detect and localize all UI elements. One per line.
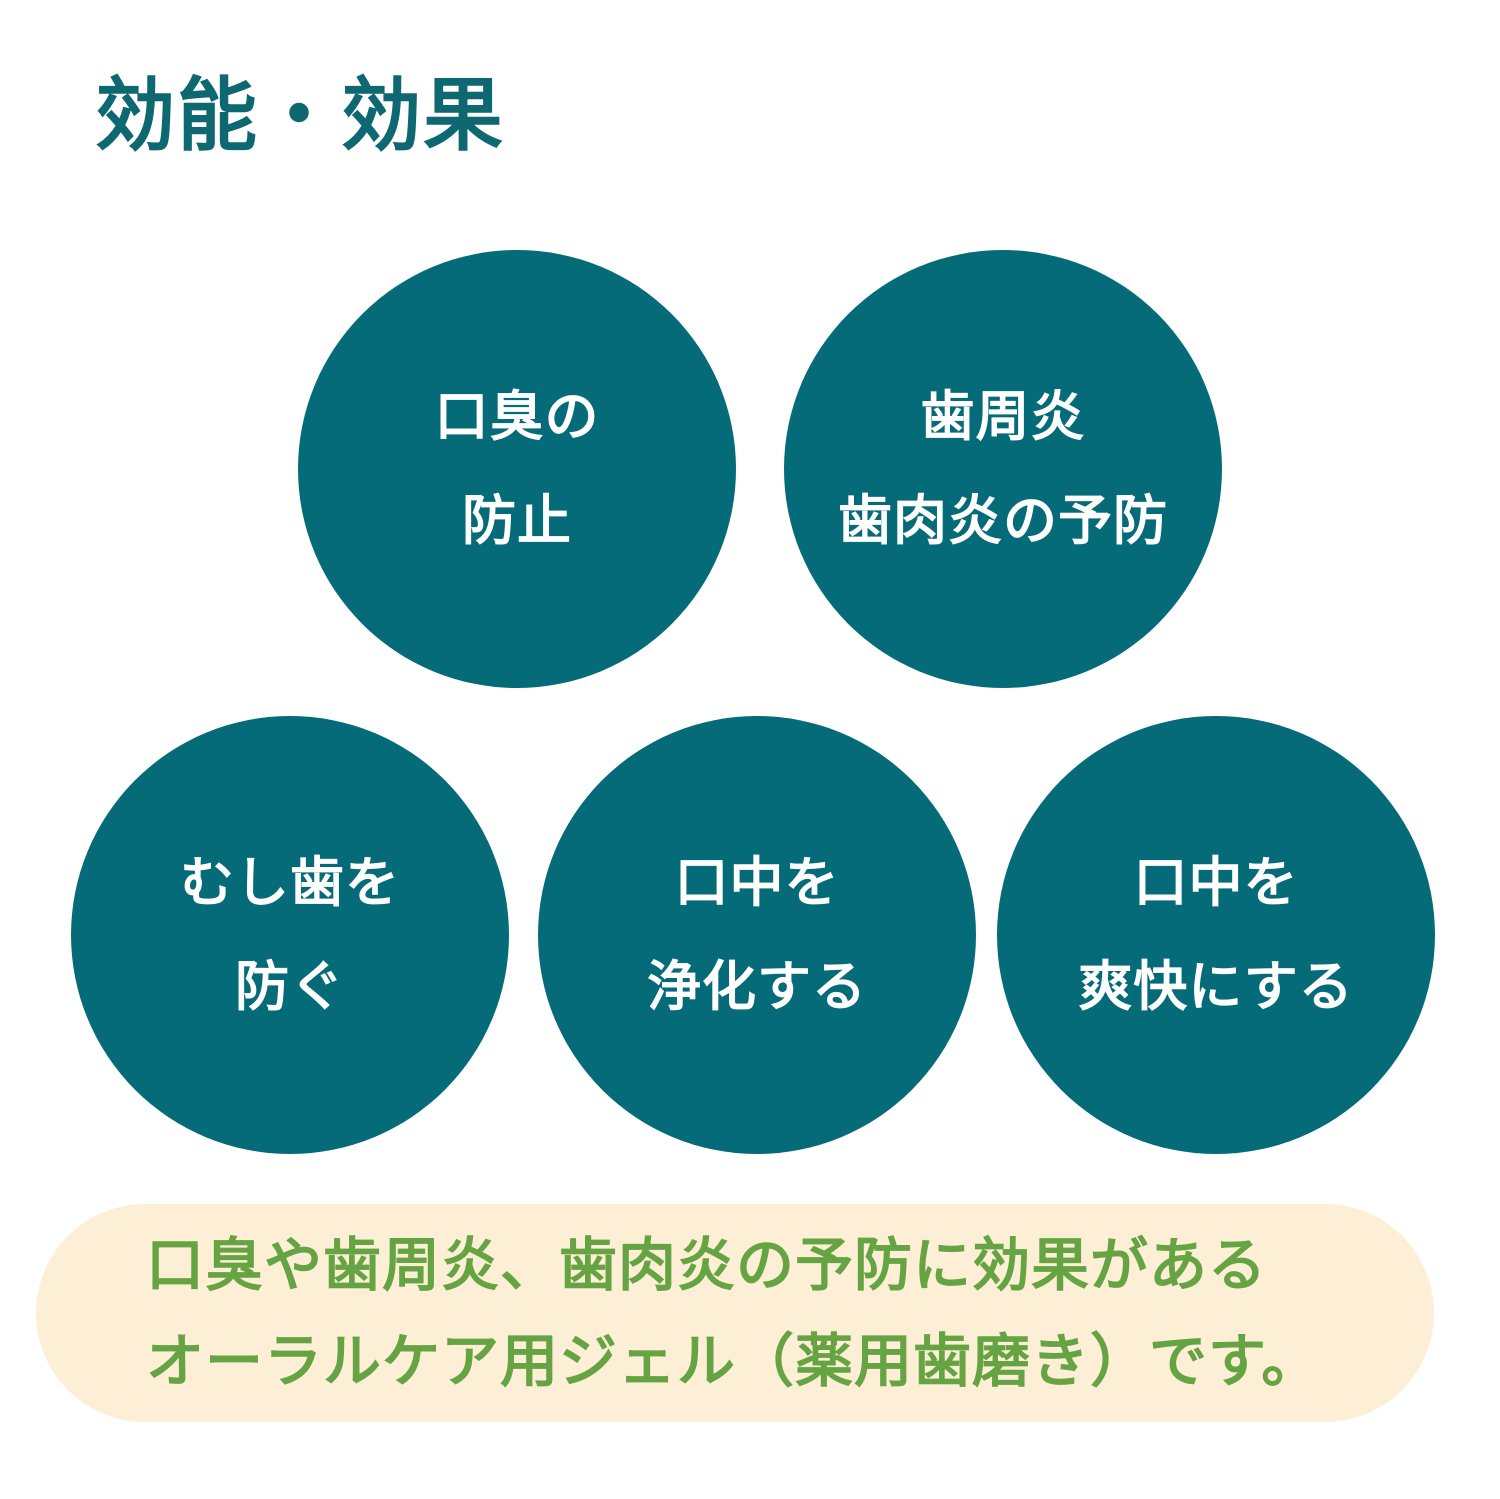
benefit-line-1: 歯周炎 — [920, 385, 1086, 448]
benefit-line-2: 防ぐ — [235, 955, 345, 1018]
benefit-circle-bad-breath: 口臭の 防止 — [298, 250, 736, 688]
benefit-circle-gum-disease: 歯周炎 歯肉炎の予防 — [784, 250, 1222, 688]
benefit-circle-cavities: むし歯を 防ぐ — [71, 716, 509, 1154]
benefit-line-2: 爽快にする — [1078, 955, 1354, 1018]
summary-line-1: 口臭や歯周炎、歯肉炎の予防に効果がある — [146, 1231, 1268, 1299]
benefit-line-2: 防止 — [462, 489, 572, 552]
benefit-circle-cleanse: 口中を 浄化する — [538, 716, 976, 1154]
summary-line-2: オーラルケア用ジェル（薬用歯磨き）です。 — [146, 1327, 1321, 1395]
benefit-line-1: 口中を — [674, 851, 840, 914]
benefit-line-1: 口中を — [1133, 851, 1299, 914]
benefit-line-1: むし歯を — [180, 851, 400, 914]
benefit-circle-refresh: 口中を 爽快にする — [997, 716, 1435, 1154]
benefit-line-2: 歯肉炎の予防 — [838, 489, 1168, 552]
benefit-line-2: 浄化する — [647, 955, 867, 1018]
page-title: 効能・効果 — [95, 69, 505, 162]
benefit-line-1: 口臭の — [434, 385, 600, 448]
summary-banner: 口臭や歯周炎、歯肉炎の予防に効果がある オーラルケア用ジェル（薬用歯磨き）です。 — [36, 1204, 1434, 1422]
